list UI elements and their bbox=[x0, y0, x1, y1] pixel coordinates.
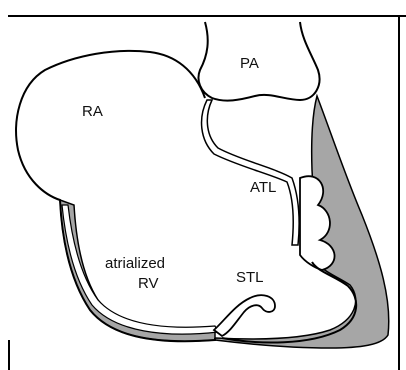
septal-channel-outer bbox=[202, 100, 300, 245]
pulmonary-artery-outline bbox=[199, 22, 320, 101]
label-rv: RV bbox=[138, 275, 159, 292]
right-atrium-outline bbox=[16, 51, 215, 341]
label-atl: ATL bbox=[250, 179, 276, 196]
label-stl: STL bbox=[236, 269, 264, 286]
label-ra: RA bbox=[82, 103, 103, 120]
label-atrialized: atrialized bbox=[105, 255, 165, 272]
septal-leaflet-hook bbox=[214, 295, 275, 336]
label-pa: PA bbox=[240, 55, 259, 72]
